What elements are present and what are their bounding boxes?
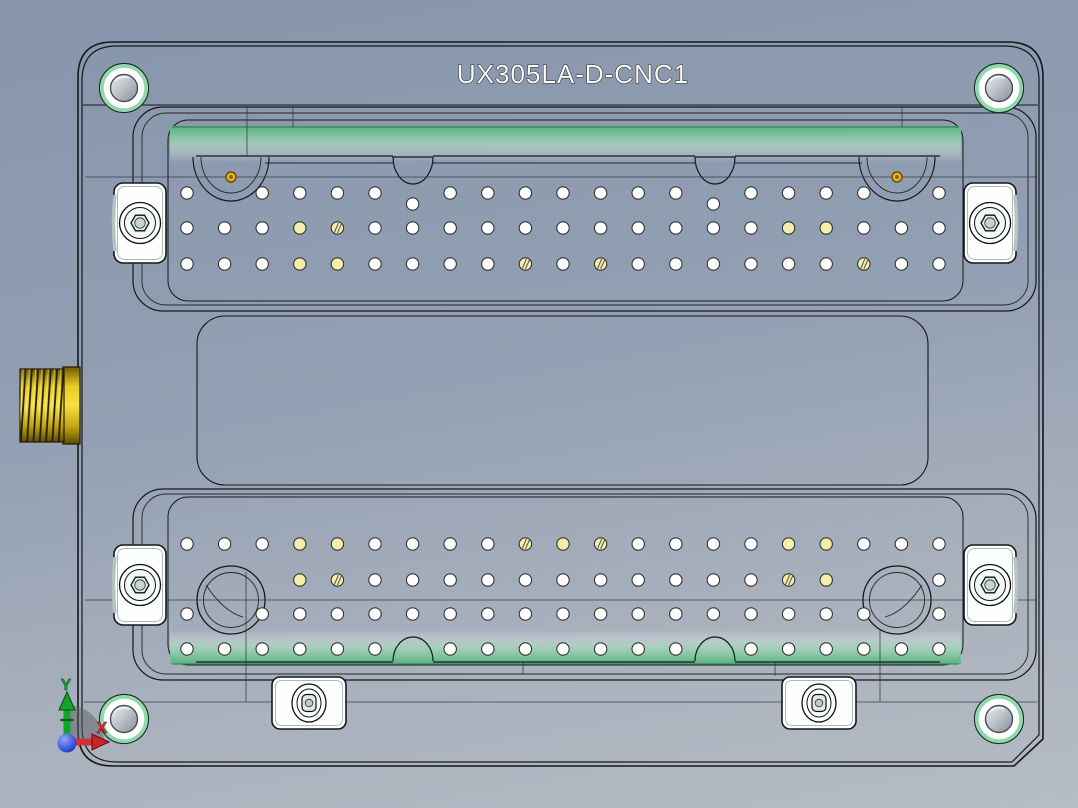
face-edge-lines: [84, 106, 1037, 703]
top-notch-right: [694, 156, 736, 185]
bottom-tab-right: [781, 676, 857, 730]
clamp-left-top: [111, 181, 168, 265]
bottom-pocket-holes: [180, 537, 946, 656]
clamp-left-bottom: [111, 543, 168, 627]
origin-sphere: [57, 733, 77, 753]
center-island: [196, 315, 929, 486]
bottom-tabs: [271, 676, 857, 730]
clamp-right-top: [962, 181, 1019, 265]
top-locator-arc-left: [192, 156, 270, 202]
clamp-right-bottom: [962, 543, 1019, 627]
plate-face: [81, 45, 1040, 763]
top-locator-arc-right: [858, 156, 936, 202]
part-title: UX305LA-D-CNC1: [457, 59, 689, 89]
corner-screw-top-left: [97, 61, 151, 115]
coordinate-triad: Y X: [57, 677, 111, 753]
threaded-fitting: [19, 366, 81, 445]
side-clamps: [111, 181, 1019, 627]
triad-quadrant-shade: [67, 705, 104, 742]
plate-outer-green-edge: [77, 41, 1044, 767]
bottom-notch-right: [694, 636, 736, 662]
top-pocket: [132, 106, 1037, 312]
locator-dots: [225, 171, 903, 183]
x-axis-label: X: [97, 720, 108, 737]
y-axis-label: Y: [61, 677, 72, 694]
top-workpiece-outline: [192, 155, 940, 202]
fixture-plate: UX305LA-D-CNC1: [77, 41, 1044, 767]
top-pocket-holes: [180, 186, 946, 271]
top-notch-left: [392, 156, 434, 185]
bottom-pocket: [132, 488, 1037, 681]
bottom-tab-left: [271, 676, 347, 730]
bottom-notch-left: [392, 636, 434, 662]
corner-screw-top-right: [972, 61, 1026, 115]
corner-screw-bottom-right: [972, 692, 1026, 746]
